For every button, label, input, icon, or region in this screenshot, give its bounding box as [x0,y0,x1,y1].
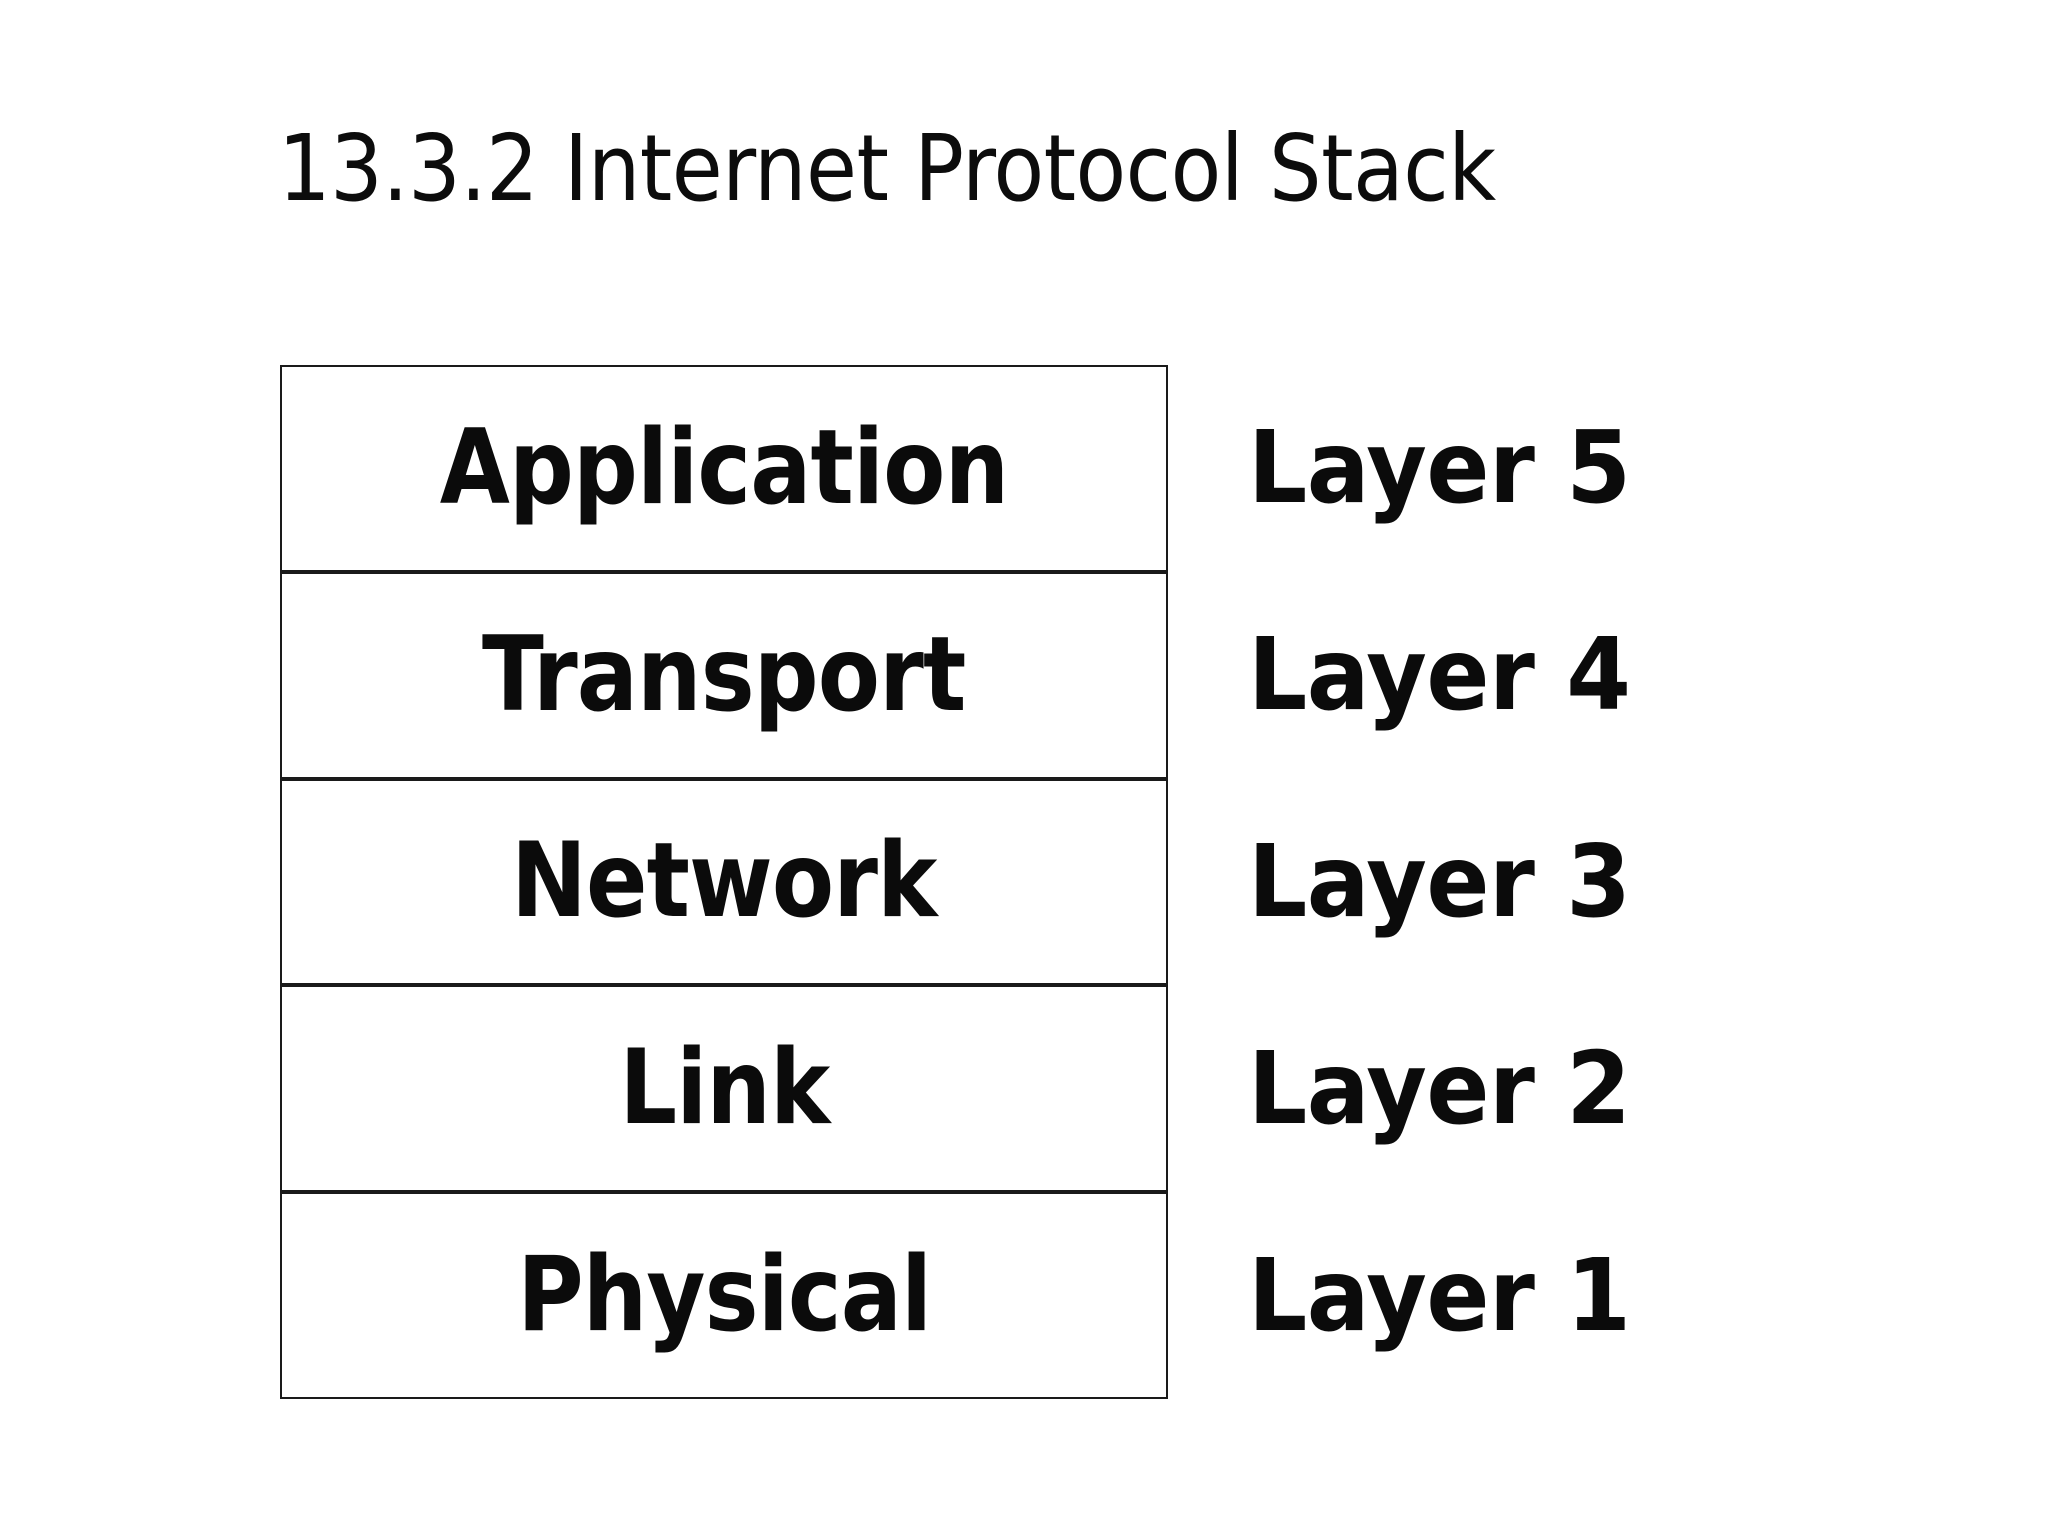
layer-label-3: Layer 3 [1248,822,1631,940]
layer-label-5: Layer 5 [1248,409,1631,527]
stack-row-label: Transport [482,614,966,735]
stack-row-network: Network [280,778,1168,986]
stack-row-label: Physical [517,1235,932,1356]
stack-row-transport: Transport [280,571,1168,779]
stack-row-label: Network [511,821,937,942]
layer-number-column: Layer 5 Layer 4 Layer 3 Layer 2 Layer 1 [1248,365,1868,1399]
layer-label-2: Layer 2 [1248,1029,1631,1147]
layer-label-1: Layer 1 [1248,1236,1631,1354]
stack-row-physical: Physical [280,1192,1168,1399]
page-title: 13.3.2 Internet Protocol Stack [278,115,1496,222]
layer-label-4: Layer 4 [1248,616,1631,734]
stack-row-link: Link [280,985,1168,1193]
stack-row-label: Application [439,407,1009,528]
stack-row-application: Application [280,365,1168,572]
protocol-stack-diagram: Application Transport Network Link Physi… [280,365,1168,1399]
stack-row-label: Link [618,1028,830,1149]
